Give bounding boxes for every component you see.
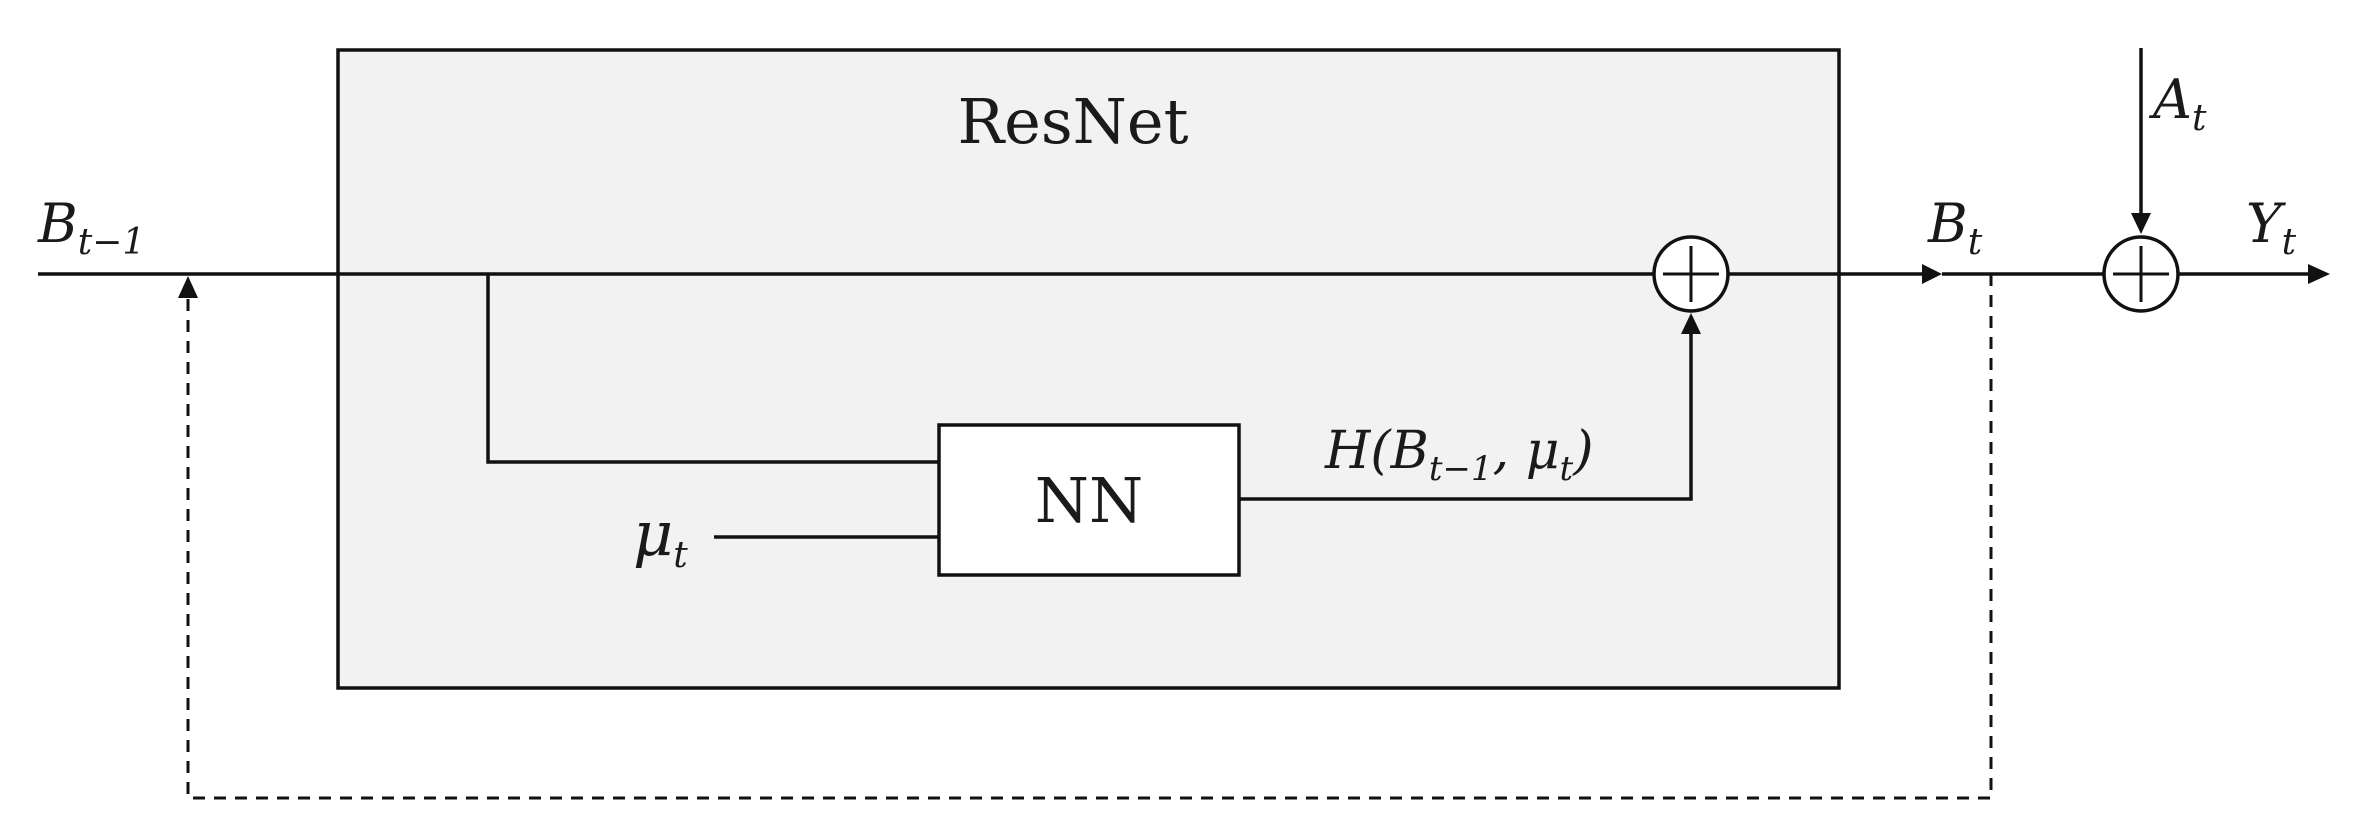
label-h-function: H(Bt−1, μt) xyxy=(1324,421,1593,489)
nn-output-line xyxy=(1239,330,1693,501)
label-mu-t: μt xyxy=(633,497,688,576)
label-b-prev: Bt−1 xyxy=(37,192,145,263)
sum-node-output xyxy=(2102,235,2180,313)
label-y-t: Yt xyxy=(2246,192,2297,263)
label-a-t: At xyxy=(2148,68,2207,139)
yt-arrowhead xyxy=(2308,264,2330,284)
nn-block xyxy=(937,423,1241,577)
bt-arrowhead xyxy=(1922,264,1942,284)
sum-node-resnet xyxy=(1652,235,1730,313)
label-b-t: Bt xyxy=(1927,192,1983,263)
nn-output-arrowhead xyxy=(1681,313,1701,334)
feedback-arrowhead xyxy=(178,276,198,298)
resnet-title: ResNet xyxy=(957,85,1188,158)
at-arrowhead xyxy=(2131,213,2151,234)
nn-input-branch xyxy=(486,274,939,464)
nn-label: NN xyxy=(1035,464,1144,537)
resnet-block xyxy=(336,48,1841,690)
feedback-loop xyxy=(186,274,1993,800)
